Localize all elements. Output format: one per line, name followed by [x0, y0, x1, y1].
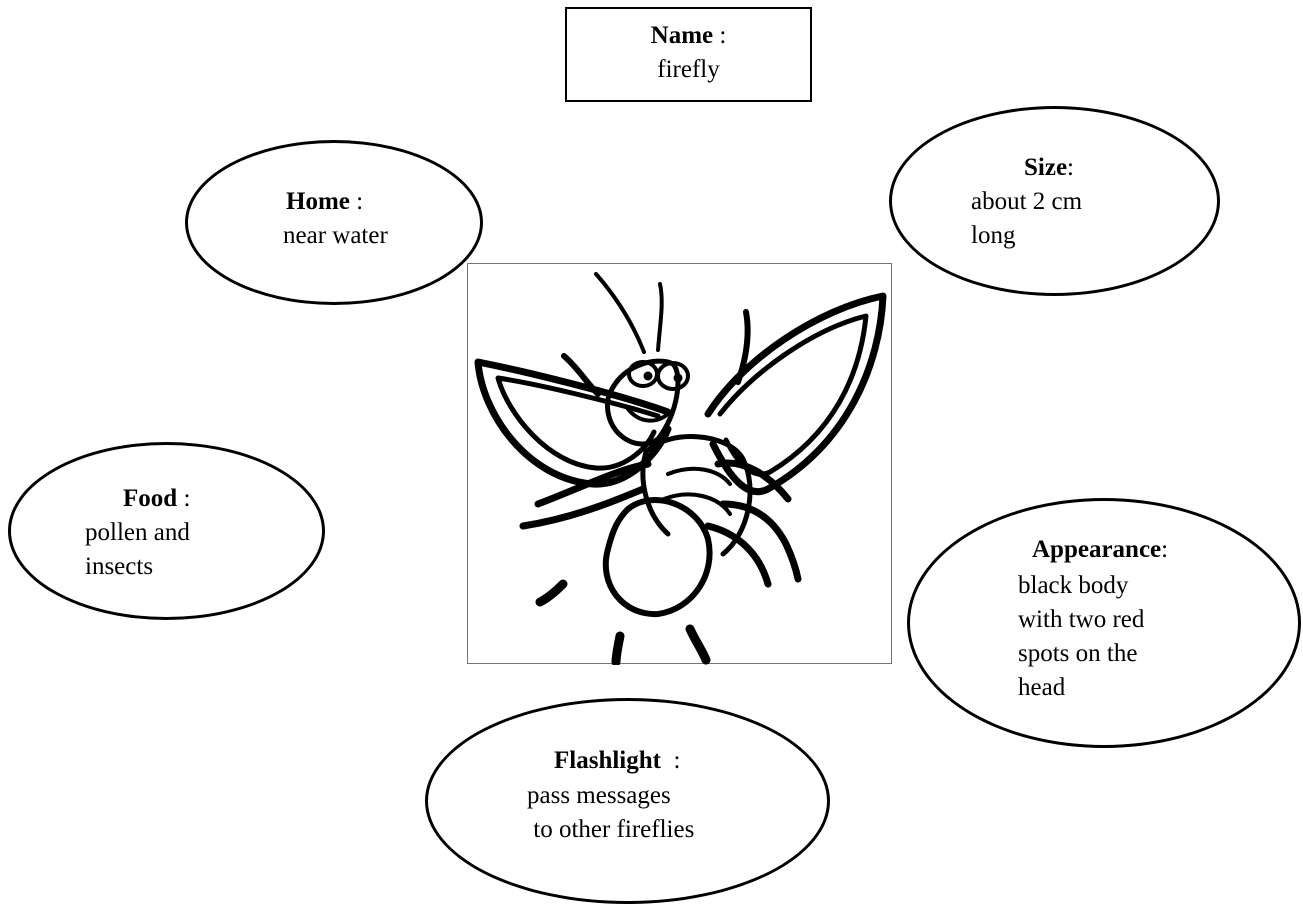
food-ellipse: Food : pollen and insects: [8, 442, 325, 620]
appearance-text-line-4: head: [1018, 674, 1066, 701]
size-ellipse: Size: about 2 cm long: [889, 106, 1220, 296]
food-text-line-2: insects: [85, 553, 154, 580]
flashlight-ellipse: Flashlight : pass messages to other fire…: [425, 698, 830, 904]
name-separator: :: [713, 22, 727, 49]
flashlight-text-line-1: pass messages: [527, 782, 671, 809]
flashlight-separator: :: [660, 747, 681, 774]
appearance-separator: :: [1161, 536, 1169, 563]
name-value: firefly: [657, 56, 720, 83]
firefly-picture-frame: [467, 263, 892, 665]
appearance-text-line-1: black body: [1018, 572, 1129, 599]
appearance-text-line-2: with two red: [1018, 606, 1145, 633]
appearance-title: Appearance: [1032, 536, 1162, 563]
home-separator: :: [349, 188, 364, 215]
flashlight-title: Flashlight: [554, 747, 661, 774]
appearance-ellipse: Appearance: black body with two red spot…: [907, 498, 1301, 748]
name-box: Name : firefly: [565, 7, 812, 102]
size-separator: :: [1067, 154, 1074, 181]
flashlight-text-line-2: to other fireflies: [527, 816, 695, 843]
size-title: Size: [1024, 154, 1068, 181]
food-title: Food: [123, 485, 178, 512]
name-title: Name: [650, 22, 714, 49]
home-ellipse: Home : near water: [185, 140, 483, 305]
firefly-illustration-icon: [474, 272, 887, 665]
home-text-line-1: near water: [283, 222, 388, 249]
size-text-line-1: about 2 cm: [971, 188, 1083, 215]
size-text-line-2: long: [971, 222, 1016, 249]
appearance-text-line-3: spots on the: [1018, 640, 1138, 667]
food-text-line-1: pollen and: [85, 519, 190, 546]
home-title: Home: [286, 188, 350, 215]
food-separator: :: [177, 485, 191, 512]
